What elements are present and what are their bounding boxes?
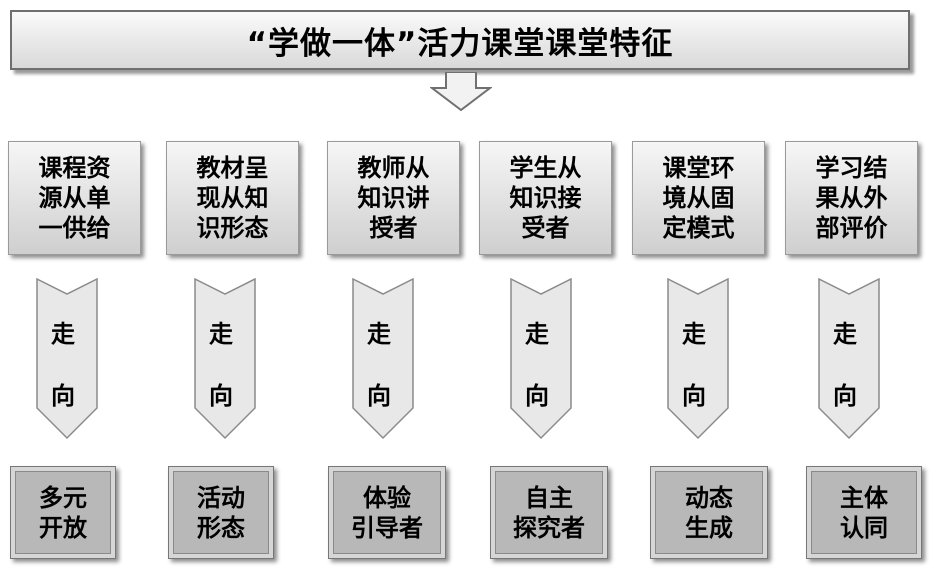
target-box: 多元 开放 xyxy=(10,466,116,559)
transition-label: 向 xyxy=(209,382,233,410)
transition-label: 向 xyxy=(525,382,549,410)
transition-label: 走 xyxy=(367,320,391,348)
target-box: 动态 生成 xyxy=(650,466,768,559)
source-box: 学生从 知识接 受者 xyxy=(479,141,612,255)
transition-label: 向 xyxy=(51,382,75,410)
target-box: 体验 引导者 xyxy=(328,466,446,559)
transition-label: 向 xyxy=(367,382,391,410)
chevron-arrow-icon xyxy=(818,278,880,440)
transition-label: 向 xyxy=(682,382,706,410)
source-box: 教材呈 现从知 识形态 xyxy=(166,141,299,255)
chevron-arrow-icon xyxy=(667,278,729,440)
source-box: 学习结 果从外 部评价 xyxy=(785,141,918,255)
source-box: 课堂环 境从固 定模式 xyxy=(632,141,765,255)
chevron-arrow-icon xyxy=(194,278,256,440)
chevron-arrow-icon xyxy=(36,278,98,440)
down-arrow-icon xyxy=(430,72,492,112)
transition-label: 走 xyxy=(209,320,233,348)
chevron-arrow-icon xyxy=(510,278,572,440)
source-box: 教师从 知识讲 授者 xyxy=(327,141,460,255)
source-box: 课程资 源从单 一供给 xyxy=(8,141,141,255)
transition-label: 向 xyxy=(833,382,857,410)
transition-label: 走 xyxy=(51,320,75,348)
chevron-arrow-icon xyxy=(352,278,414,440)
target-box: 自主 探究者 xyxy=(490,466,608,559)
target-box: 活动 形态 xyxy=(168,466,274,559)
transition-label: 走 xyxy=(525,320,549,348)
diagram-title: “学做一体”活力课堂课堂特征 xyxy=(10,10,910,70)
transition-label: 走 xyxy=(833,320,857,348)
transition-label: 走 xyxy=(682,320,706,348)
target-box: 主体 认同 xyxy=(806,466,922,559)
